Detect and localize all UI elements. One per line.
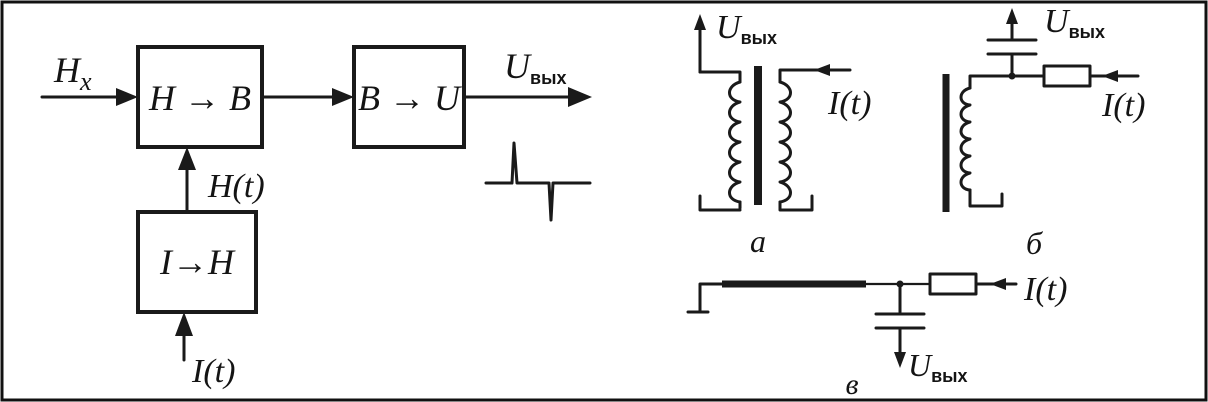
circuit-b-output-label: Uвых — [1044, 3, 1105, 42]
block-i-to-h — [136, 210, 258, 314]
circuit-v-resistor — [928, 272, 978, 296]
link-arrowhead — [332, 88, 354, 106]
current-label: I(t) — [191, 353, 235, 390]
circuit-b: Uвых I(t) б — [942, 3, 1145, 261]
block-diagram: Hx H → B B → U Uвых H(t) I→H I(t) — [40, 45, 592, 390]
circuit-a-output-arrowhead — [694, 14, 706, 30]
circuit-b-input-arrowhead — [1102, 70, 1118, 82]
field-label: H(t) — [207, 168, 265, 205]
circuit-b-junction — [1008, 72, 1016, 80]
circuit-a-output-wire — [698, 70, 742, 84]
circuit-v-output-label: Uвых — [908, 347, 968, 386]
circuit-a-right-ground — [778, 194, 814, 212]
circuit-b-resistor — [1042, 64, 1092, 88]
circuit-b-top-wire — [968, 74, 1046, 90]
block-i-to-h-label: I→H — [159, 242, 236, 282]
block-h-to-b-label: H → B — [148, 78, 251, 118]
circuit-a: Uвых I(t) а — [694, 9, 871, 259]
output-voltage-label: Uвых — [504, 46, 566, 88]
circuit-v-caption: в — [845, 368, 858, 401]
circuit-v-ground — [686, 282, 724, 314]
circuit-a-current-label: I(t) — [827, 85, 871, 122]
output-pulse-waveform — [484, 141, 592, 222]
circuit-b-current-label: I(t) — [1101, 87, 1145, 124]
block-b-to-u-label: B → U — [358, 78, 462, 118]
input-arrowhead — [116, 88, 138, 106]
current-arrowhead — [175, 312, 193, 336]
circuit-v-current-label: I(t) — [1023, 271, 1067, 308]
circuit-a-secondary-coil — [778, 80, 792, 204]
circuit-b-coil — [959, 86, 972, 192]
circuit-a-input-wire — [778, 68, 852, 84]
circuit-b-output-arrowhead — [1006, 8, 1018, 24]
output-arrowhead — [568, 87, 592, 107]
circuit-b-caption: б — [1026, 225, 1043, 261]
circuit-b-ground — [968, 188, 1004, 208]
circuit-a-primary-coil — [728, 80, 742, 204]
circuit-a-output-label: Uвых — [716, 9, 777, 48]
circuit-a-input-arrowhead — [814, 64, 830, 76]
input-field-label: Hx — [53, 50, 92, 96]
circuit-v-output-arrowhead — [894, 352, 906, 368]
field-arrowhead — [178, 147, 196, 170]
circuit-a-caption: а — [750, 223, 766, 259]
circuit-a-ground — [698, 194, 742, 212]
circuit-v-input-arrowhead — [990, 278, 1006, 290]
circuit-v: I(t) Uвых в — [686, 271, 1067, 401]
